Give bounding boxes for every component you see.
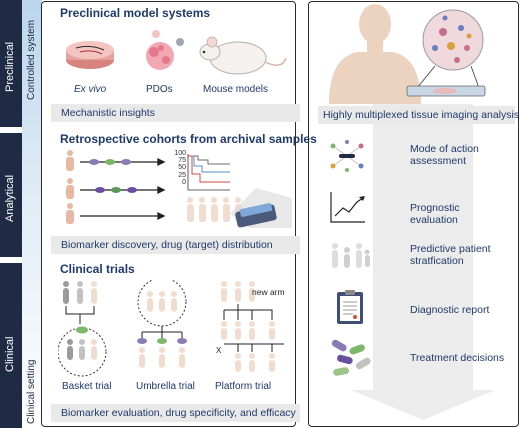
platform-new-arm-label: new arm — [252, 287, 285, 297]
model-label-mouse: Mouse models — [203, 84, 269, 95]
trial-designs-illustration — [58, 280, 284, 377]
application-predictive: Predictive patient stratfication — [410, 243, 491, 267]
trial-label-basket: Basket trial — [62, 381, 112, 392]
patients-icon — [332, 243, 370, 268]
cohort-crowd — [187, 197, 242, 222]
application-treatment: Treatment decisions — [410, 352, 505, 364]
stage-divider — [0, 257, 22, 263]
setting-gradient-bar — [22, 0, 42, 428]
stage-label-preclinical: Preclinical — [4, 41, 16, 92]
retrospective-cohort-illustration — [66, 150, 292, 228]
imaging-panel — [308, 1, 519, 427]
trend-chart-icon — [330, 192, 365, 223]
model-label-pdos: PDOs — [146, 84, 173, 95]
trial-label-platform: Platform trial — [215, 381, 272, 392]
tissue-slide-box — [235, 203, 277, 228]
band-biomarker-evaluation: Biomarker evaluation, drug specificity, … — [51, 404, 300, 422]
km-tick: 0 — [182, 178, 186, 186]
section-title-preclinical: Preclinical model systems — [60, 6, 211, 20]
km-ticks: 100 75 50 25 0 — [172, 150, 186, 186]
km-tick: 75 — [178, 157, 186, 165]
umbrella-trial-diagram — [137, 280, 187, 368]
drug-pills — [89, 159, 137, 193]
pills-icon — [331, 339, 371, 376]
studies-panel — [41, 1, 296, 427]
platform-trial-diagram — [221, 281, 284, 372]
section-title-retrospective: Retrospective cohorts from archival samp… — [60, 132, 317, 146]
band-mechanistic-insights: Mechanistic insights — [51, 104, 300, 122]
model-label-ex-vivo: Ex vivo — [74, 84, 107, 95]
km-survival-plot — [187, 154, 230, 191]
km-tick: 50 — [178, 164, 186, 172]
application-diagnostic: Diagnostic report — [410, 304, 490, 316]
application-prognostic: Prognostic evaluation — [410, 202, 460, 226]
imaging-panel-art — [329, 4, 495, 420]
flow-down-arrow — [351, 104, 495, 420]
setting-label-clinical: Clinical setting — [26, 359, 37, 424]
mouse-model-icon — [199, 36, 287, 75]
patient-silhouette — [329, 4, 421, 104]
tissue-sample-scan — [406, 9, 486, 97]
cohort-arrows — [80, 157, 166, 221]
ex-vivo-tissue-icon — [66, 41, 114, 69]
application-mode-of-action: Mode of action assessment — [410, 143, 479, 167]
trial-label-umbrella: Umbrella trial — [136, 381, 195, 392]
model-systems-illustration — [66, 30, 287, 75]
stage-label-analytical: Analytical — [4, 174, 16, 222]
band-biomarker-discovery: Biomarker discovery, drug (target) distr… — [51, 236, 300, 254]
stage-divider — [0, 127, 22, 133]
platform-stop-mark: X — [216, 346, 222, 355]
km-tick: 25 — [178, 171, 186, 179]
stage-label-clinical: Clinical — [4, 336, 16, 372]
pdo-organoid-icon — [146, 30, 184, 70]
km-tick: 100 — [174, 150, 186, 157]
clipboard-icon — [337, 290, 363, 324]
patient-figures — [66, 150, 74, 224]
setting-label-controlled: Controlled system — [26, 19, 37, 100]
section-title-clinical-trials: Clinical trials — [60, 262, 135, 276]
band-multiplexed-imaging: Highly multiplexed tissue imaging analys… — [318, 106, 519, 124]
network-icon — [330, 140, 364, 172]
stage-axis-bar — [0, 0, 22, 428]
basket-trial-diagram — [58, 281, 107, 377]
